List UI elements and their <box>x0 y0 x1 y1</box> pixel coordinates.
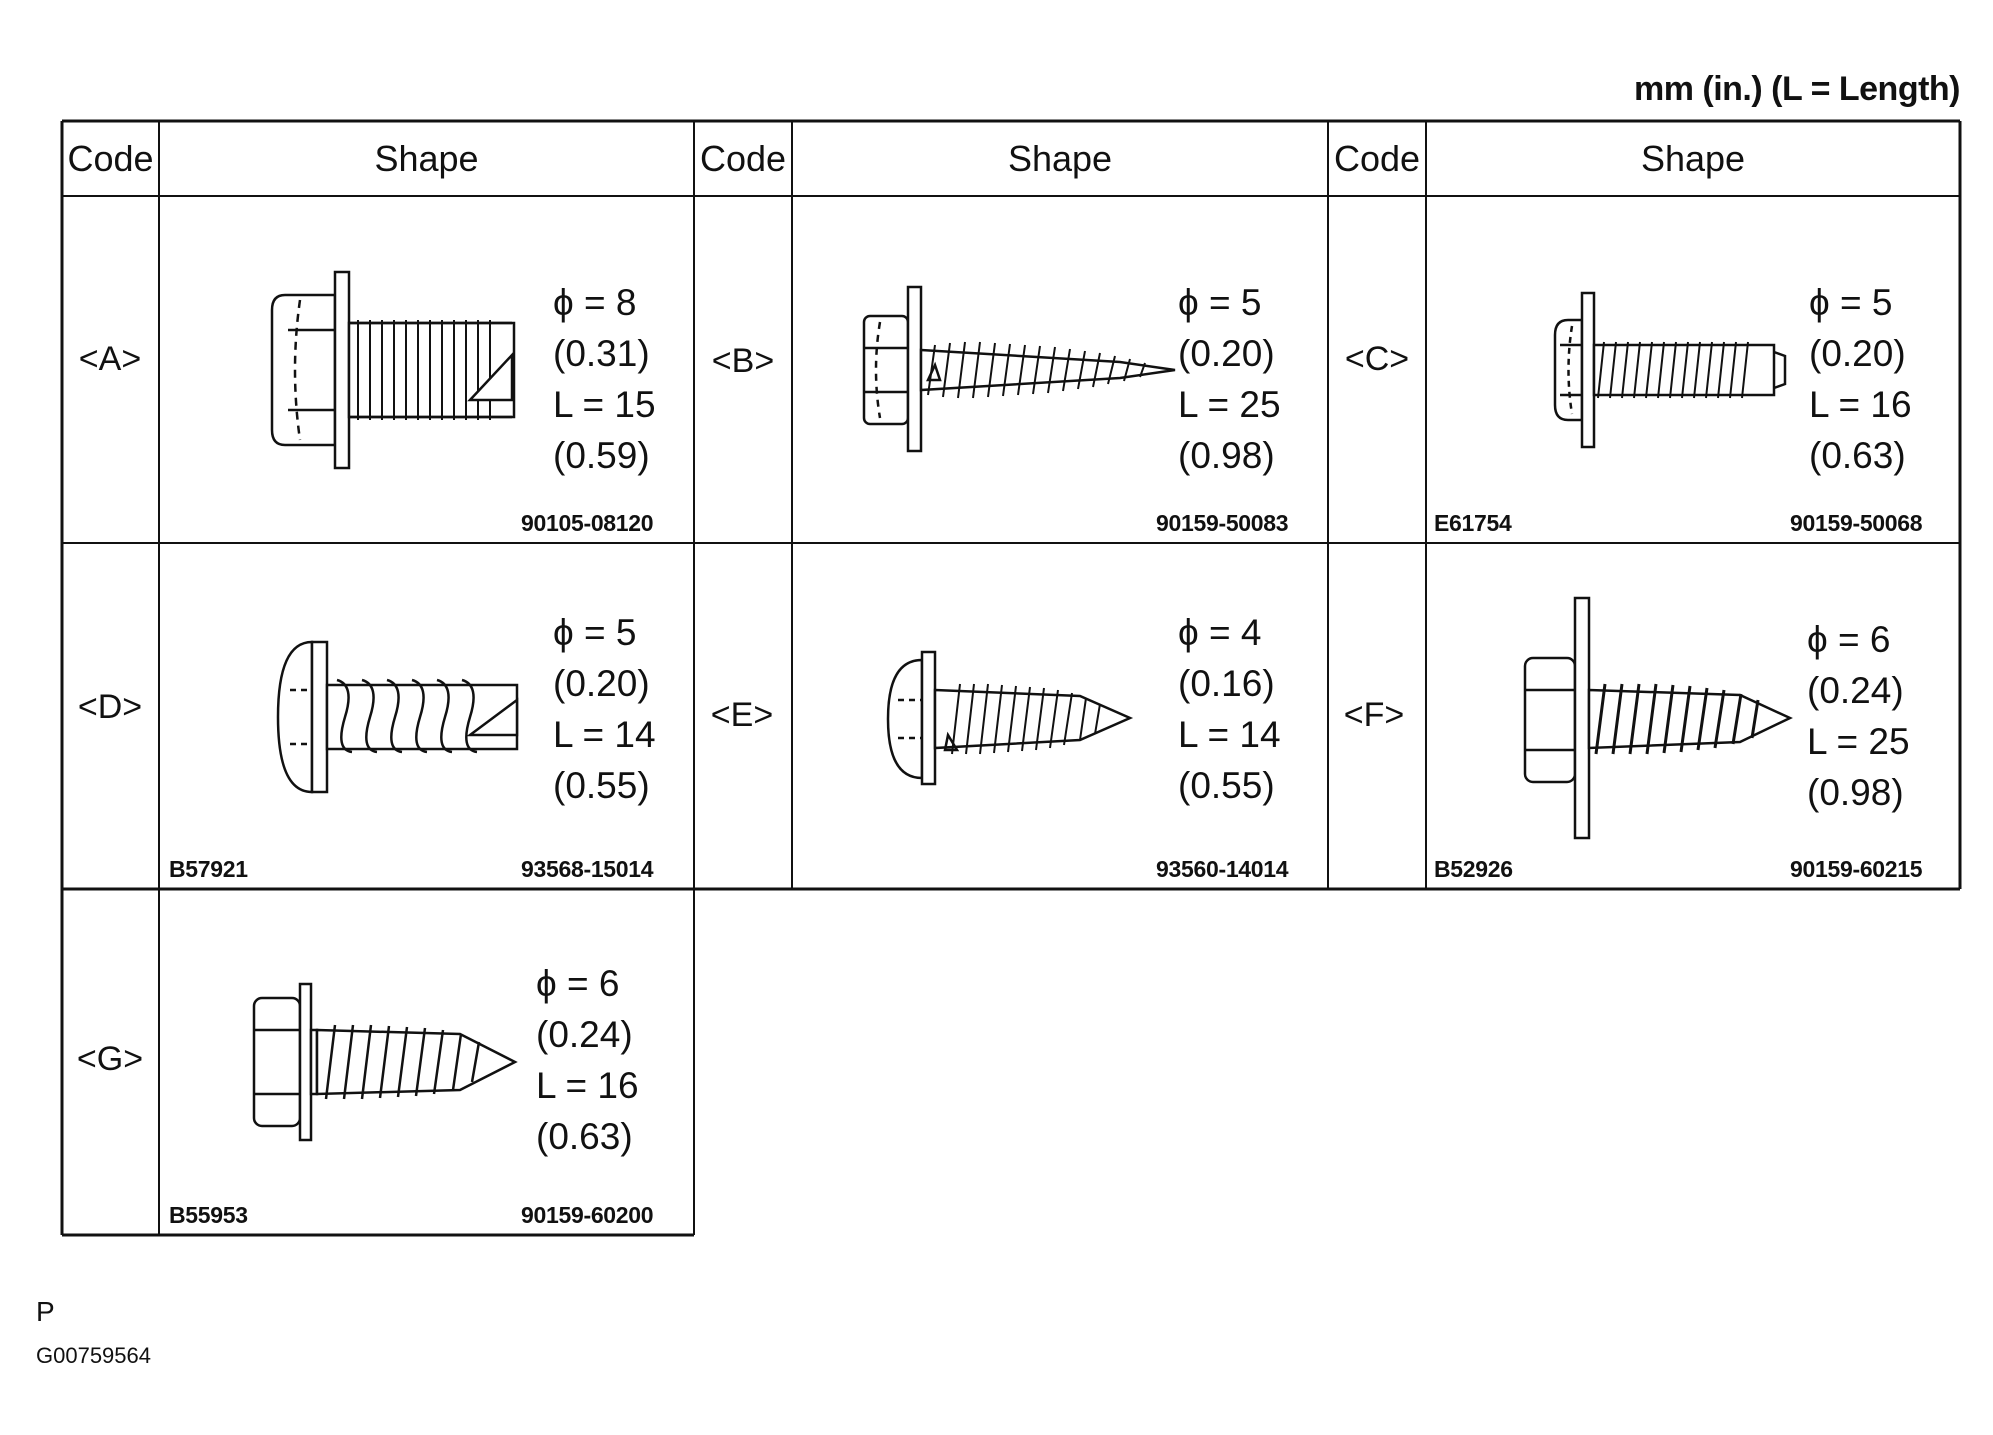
spec-e: ϕ = 4 (0.16) L = 14 (0.55) <box>1178 607 1281 811</box>
spec-d: ϕ = 5 (0.20) L = 14 (0.55) <box>553 607 656 811</box>
footer-figure-id: G00759564 <box>36 1343 151 1368</box>
code-label-a: <A> <box>78 340 142 378</box>
spec-f: ϕ = 6 (0.24) L = 25 (0.98) <box>1807 614 1910 818</box>
header-code-1: Code <box>67 138 154 179</box>
code-label-c: <C> <box>1344 340 1410 378</box>
spec-length-in: (0.63) <box>536 1116 633 1157</box>
header-shape-1: Shape <box>374 138 479 179</box>
code-label-f: <F> <box>1343 696 1405 734</box>
spec-diameter-in: (0.20) <box>1809 333 1906 374</box>
spec-length-in: (0.98) <box>1807 772 1904 813</box>
spec-diameter-in: (0.31) <box>553 333 650 374</box>
spec-diameter: ϕ = 8 <box>553 282 637 323</box>
spec-diameter: ϕ = 5 <box>1178 282 1262 323</box>
spec-length: L = 16 <box>1809 384 1912 425</box>
units-note: mm (in.) (L = Length) <box>1633 70 1961 108</box>
figure-id-c: E61754 <box>1434 510 1512 536</box>
header-shape-3: Shape <box>1640 138 1746 179</box>
hex-tapping-screw-large-washer-icon <box>1523 596 1793 840</box>
part-number-b: 90159-50083 <box>1156 510 1289 536</box>
part-number-g: 90159-60200 <box>521 1202 654 1228</box>
flange-hex-bolt-icon <box>270 270 516 470</box>
footer-mark: P <box>36 1296 55 1327</box>
part-number-a: 90105-08120 <box>521 510 654 536</box>
code-label-g: <G> <box>76 1040 144 1078</box>
part-number-f: 90159-60215 <box>1790 856 1923 882</box>
spec-length-in: (0.55) <box>1178 765 1275 806</box>
pan-head-coarse-screw-icon <box>276 640 519 794</box>
spec-length-in: (0.59) <box>553 435 650 476</box>
header-code-2: Code <box>699 138 787 179</box>
spec-b: ϕ = 5 (0.20) L = 25 (0.98) <box>1178 277 1281 481</box>
spec-length: L = 14 <box>1178 714 1281 755</box>
spec-g: ϕ = 6 (0.24) L = 16 (0.63) <box>536 958 639 1162</box>
figure-id-f: B52926 <box>1434 856 1513 882</box>
spec-length-in: (0.55) <box>553 765 650 806</box>
spec-diameter-in: (0.20) <box>1178 333 1275 374</box>
part-number-c: 90159-50068 <box>1790 510 1923 536</box>
spec-diameter-in: (0.16) <box>1178 663 1275 704</box>
code-label-e: <E> <box>710 696 774 734</box>
spec-length-in: (0.98) <box>1178 435 1275 476</box>
spec-length-in: (0.63) <box>1809 435 1906 476</box>
hex-tapping-screw-icon <box>252 982 518 1142</box>
spec-length: L = 25 <box>1807 721 1910 762</box>
spec-length: L = 15 <box>553 384 656 425</box>
hex-tapping-screw-icon <box>862 285 1176 453</box>
part-number-e: 93560-14014 <box>1156 856 1289 882</box>
spec-diameter: ϕ = 5 <box>1809 282 1893 323</box>
header-shape-2: Shape <box>1007 138 1113 179</box>
header-code-3: Code <box>1333 138 1421 179</box>
spec-c: ϕ = 5 (0.20) L = 16 (0.63) <box>1809 277 1912 481</box>
code-label-d: <D> <box>77 688 143 726</box>
spec-length: L = 25 <box>1178 384 1281 425</box>
spec-diameter: ϕ = 6 <box>536 963 620 1004</box>
hex-washer-screw-icon <box>1553 291 1787 449</box>
pan-head-tapping-screw-icon <box>886 650 1134 786</box>
spec-diameter: ϕ = 5 <box>553 612 637 653</box>
figure-id-g: B55953 <box>169 1202 248 1228</box>
spec-diameter: ϕ = 4 <box>1178 612 1262 653</box>
part-number-d: 93568-15014 <box>521 856 654 882</box>
spec-diameter: ϕ = 6 <box>1807 619 1891 660</box>
spec-diameter-in: (0.24) <box>1807 670 1904 711</box>
spec-a: ϕ = 8 (0.31) L = 15 (0.59) <box>553 277 656 481</box>
figure-id-d: B57921 <box>169 856 248 882</box>
code-label-b: <B> <box>711 342 775 380</box>
spec-diameter-in: (0.20) <box>553 663 650 704</box>
spec-length: L = 14 <box>553 714 656 755</box>
spec-diameter-in: (0.24) <box>536 1014 633 1055</box>
spec-length: L = 16 <box>536 1065 639 1106</box>
